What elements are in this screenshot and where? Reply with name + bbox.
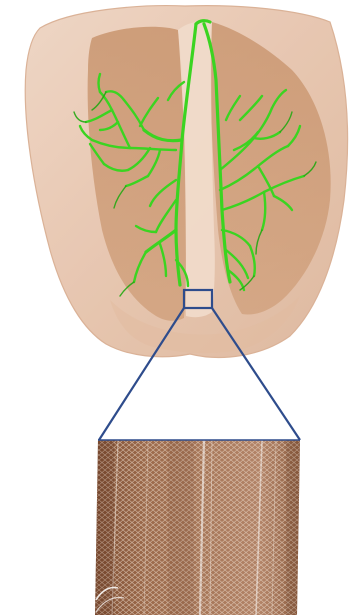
shading-band xyxy=(94,440,114,615)
shading-band xyxy=(168,440,194,615)
shading-band xyxy=(286,440,302,615)
heart-model xyxy=(25,6,347,358)
tissue-mesh-inset xyxy=(94,440,302,615)
